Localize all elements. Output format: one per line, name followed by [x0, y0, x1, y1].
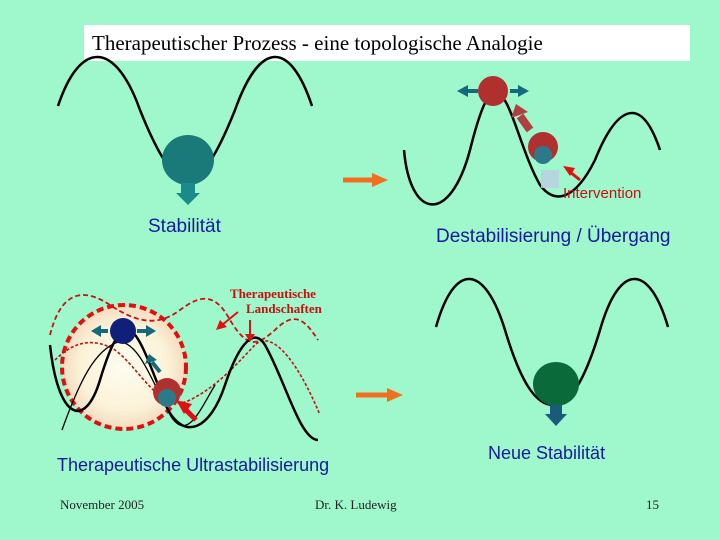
- new-stability-ball: [533, 362, 579, 406]
- landscapes-label-line2: Landschaften: [246, 301, 322, 316]
- footer-page-number: 15: [646, 497, 659, 512]
- landscapes-pointer-arrow: [216, 311, 239, 330]
- destab-up-arrow: [511, 104, 534, 133]
- ultrastabilization-label: Therapeutische Ultrastabilisierung: [57, 455, 330, 475]
- destab-faded-arrow: [541, 170, 559, 188]
- footer-author: Dr. K. Ludewig: [315, 497, 397, 512]
- transition-arrow-1: [343, 173, 388, 187]
- destab-right-arrow: [510, 85, 529, 97]
- destab-top-ball: [478, 76, 508, 106]
- landscapes-down-arrow: [245, 320, 255, 342]
- stability-down-arrow: [176, 183, 200, 205]
- ultrastab-curve-2: [61, 341, 216, 431]
- ultrastab-top-ball: [110, 318, 136, 344]
- intervention-arrow: [563, 166, 581, 182]
- landscapes-label-line1: Therapeutische: [230, 286, 316, 301]
- footer-date: November 2005: [60, 497, 145, 512]
- destab-inner-ball: [534, 146, 552, 164]
- new-stability-label: Neue Stabilität: [488, 443, 606, 463]
- destabilization-curve: [402, 90, 662, 206]
- stability-ball: [162, 135, 214, 185]
- landscape-dashed-curve-1: [49, 294, 319, 343]
- ultrastab-left-arrow: [91, 325, 108, 337]
- ultrastab-up-arrow: [145, 354, 162, 374]
- landscape-dashed-curve-2: [54, 340, 321, 416]
- intervention-label: Intervention: [563, 185, 642, 202]
- ultrastab-right-arrow: [137, 325, 156, 337]
- new-stability-down-arrow: [545, 405, 567, 426]
- destabilization-label: Destabilisierung / Übergang: [436, 226, 671, 247]
- ultrastab-inner-ball: [158, 389, 176, 407]
- destab-left-arrow: [457, 85, 478, 97]
- transition-arrow-2: [356, 388, 403, 402]
- slide-title: Therapeutischer Prozess - eine topologis…: [84, 25, 690, 61]
- ultrastab-red-arrow: [176, 400, 198, 422]
- stability-label: Stabilität: [148, 216, 221, 237]
